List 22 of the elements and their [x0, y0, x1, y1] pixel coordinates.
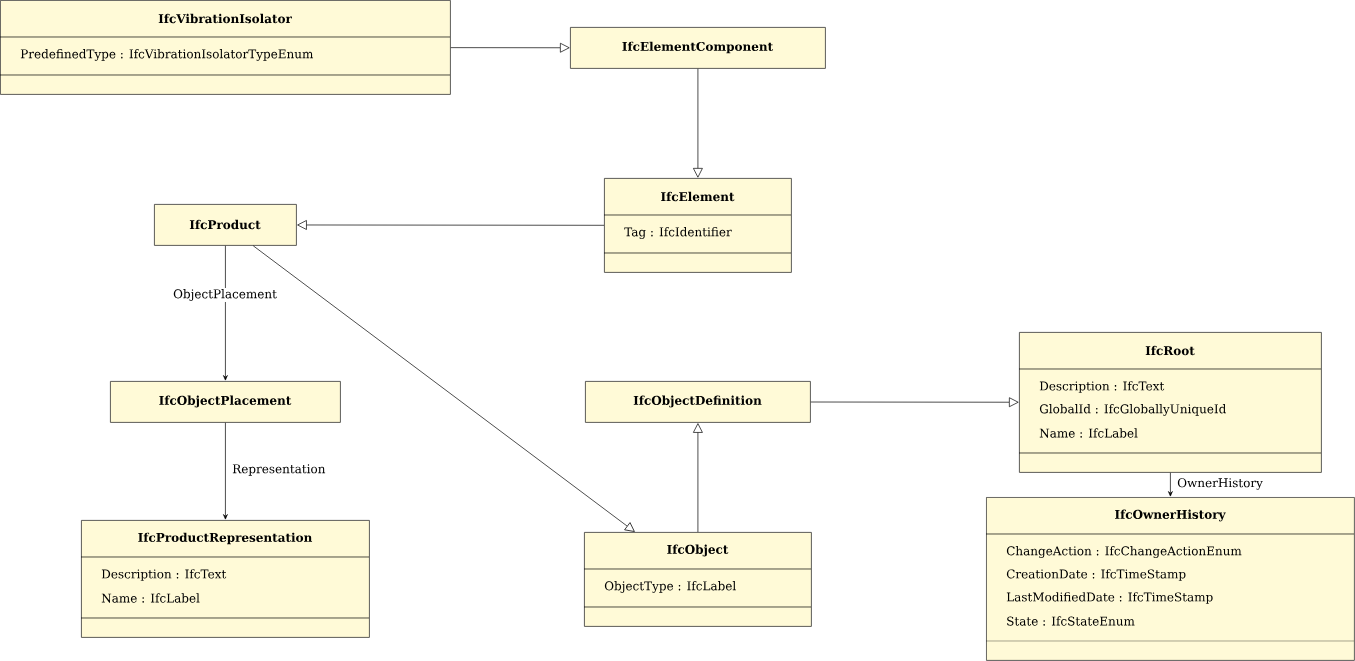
class-box: IfcRoot Description : IfcText GlobalId : IfcGloballyUniqueId Name : IfcLabel [1018, 332, 1322, 473]
association-arrow [1168, 472, 1173, 497]
class-box: IfcProductRepresentation Description : IfcText Name : IfcLabel [80, 520, 370, 638]
class-box: IfcVibrationIsolator PredefinedType : IfcVibrationIsolatorTypeEnum [0, 0, 451, 95]
association-arrow [223, 422, 228, 520]
class-box: IfcObjectPlacement [110, 381, 341, 423]
edge-label: ObjectPlacement [172, 288, 278, 302]
association-arrow [223, 245, 228, 381]
class-box: IfcElement Tag : IfcIdentifier [603, 178, 792, 273]
class-box: IfcElementComponent [570, 27, 826, 69]
generalization-arrow [810, 397, 1019, 408]
class-box: IfcObjectDefinition [585, 381, 811, 423]
generalization-arrow [693, 68, 703, 178]
class-box: IfcProduct [154, 204, 297, 246]
generalization-arrow [252, 245, 635, 532]
edge-label: Representation [231, 463, 327, 477]
generalization-arrow [450, 42, 570, 53]
edge-label: OwnerHistory [1176, 477, 1264, 491]
generalization-arrow [693, 423, 703, 533]
generalization-arrow [297, 220, 605, 230]
class-box: IfcObject ObjectType : IfcLabel [583, 532, 812, 627]
class-box: IfcOwnerHistory ChangeAction : IfcChangeActionEnum CreationDate : IfcTimeStamp LastModifiedDate : IfcTimeStamp State : IfcStateEnum [985, 497, 1355, 661]
